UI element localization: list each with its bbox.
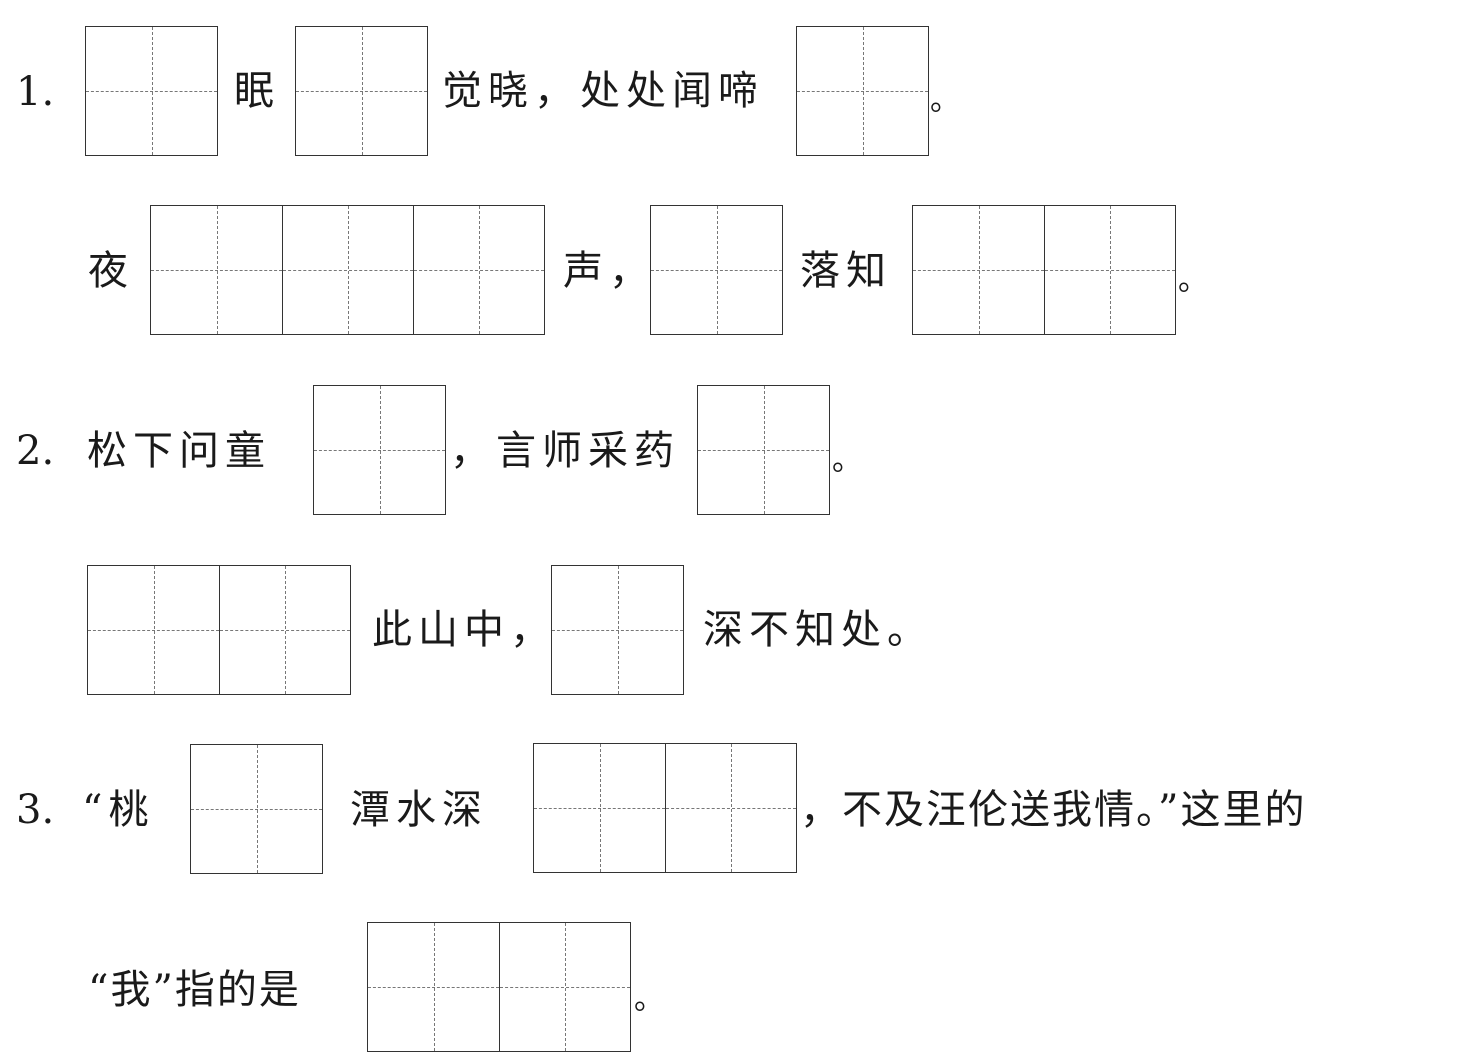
answer-box-q2-1[interactable]	[313, 385, 446, 515]
grid-cell[interactable]	[88, 566, 219, 694]
answer-box-q1-3[interactable]	[796, 26, 929, 156]
answer-box-q3-1[interactable]	[190, 744, 323, 874]
grid-cell[interactable]	[1044, 206, 1175, 334]
grid-cell[interactable]	[314, 386, 445, 514]
q1-line1-period: 。	[930, 83, 960, 118]
answer-box-q3-3[interactable]	[367, 922, 631, 1052]
grid-cell[interactable]	[413, 206, 544, 334]
grid-cell[interactable]	[913, 206, 1044, 334]
grid-cell[interactable]	[665, 744, 796, 872]
answer-box-q1-1[interactable]	[85, 26, 218, 156]
grid-cell[interactable]	[499, 923, 630, 1051]
q1-line2-period: 。	[1178, 263, 1208, 298]
grid-cell[interactable]	[219, 566, 350, 694]
grid-cell[interactable]	[368, 923, 499, 1051]
question-number-1: 1.	[16, 69, 55, 115]
q2-line1-period: 。	[832, 443, 862, 478]
q1-line1-text-1: 眠	[234, 68, 280, 114]
grid-cell[interactable]	[151, 206, 282, 334]
answer-box-q2-3[interactable]	[87, 565, 351, 695]
grid-cell[interactable]	[534, 744, 665, 872]
answer-box-q3-2[interactable]	[533, 743, 797, 873]
q2-line1-text-2: ，言师采药	[450, 428, 680, 474]
q2-line2-text-2: 深不知处。	[703, 607, 933, 653]
grid-cell[interactable]	[282, 206, 413, 334]
q3-line1-text-1: “桃	[82, 787, 155, 833]
grid-cell[interactable]	[797, 27, 928, 155]
grid-cell[interactable]	[552, 566, 683, 694]
q2-line1-text-1: 松下问童	[87, 428, 271, 474]
q1-line2-text-3: 落知	[800, 248, 892, 294]
answer-box-q1-4[interactable]	[150, 205, 545, 335]
answer-box-q2-4[interactable]	[551, 565, 684, 695]
q1-line2-text-2: 声，	[563, 248, 655, 294]
answer-box-q2-2[interactable]	[697, 385, 830, 515]
question-number-3: 3.	[16, 787, 55, 833]
q3-line1-text-3: ，不及汪伦送我情。”这里的	[800, 787, 1307, 833]
grid-cell[interactable]	[698, 386, 829, 514]
grid-cell[interactable]	[296, 27, 427, 155]
q3-line2-text-1: “我”指的是	[88, 967, 301, 1013]
q3-line1-text-2: 潭水深	[350, 787, 488, 833]
q1-line2-text-1: 夜	[88, 248, 134, 294]
q1-line1-text-2: 觉晓，处处闻啼	[442, 68, 764, 114]
grid-cell[interactable]	[651, 206, 782, 334]
grid-cell[interactable]	[86, 27, 217, 155]
grid-cell[interactable]	[191, 745, 322, 873]
q3-line2-period: 。	[634, 982, 664, 1017]
answer-box-q1-5[interactable]	[650, 205, 783, 335]
answer-box-q1-2[interactable]	[295, 26, 428, 156]
question-number-2: 2.	[16, 428, 55, 474]
answer-box-q1-6[interactable]	[912, 205, 1176, 335]
q2-line2-text-1: 此山中，	[372, 607, 556, 653]
